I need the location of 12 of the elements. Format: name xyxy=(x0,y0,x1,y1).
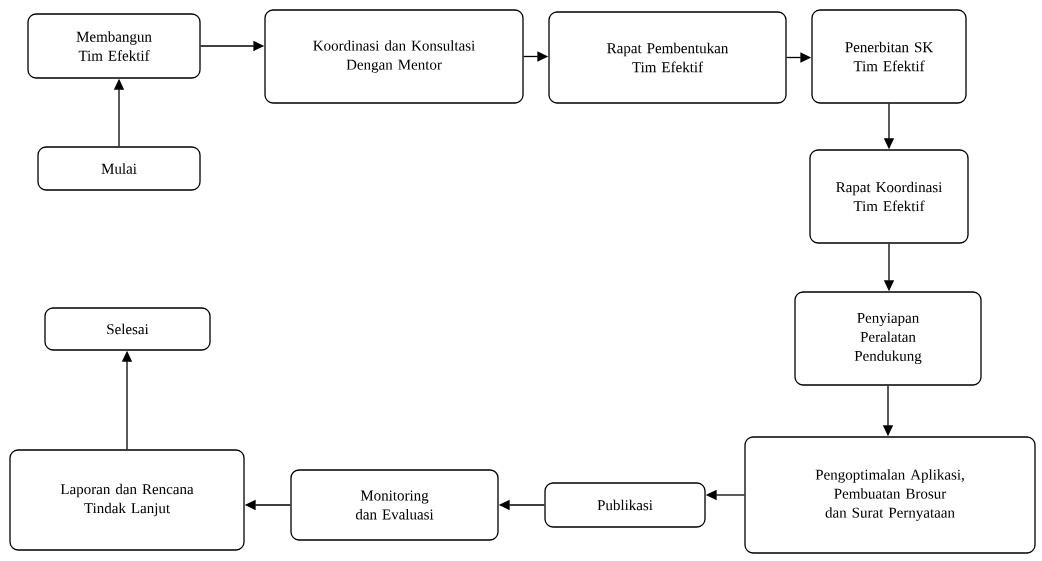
process-box: Mulai xyxy=(37,146,201,191)
process-box: Pengoptimalan Aplikasi, Pembuatan Brosur dan Surat Pernyataan xyxy=(744,436,1036,554)
process-box: Monitoring dan Evaluasi xyxy=(290,469,499,541)
process-box: Rapat Koordinasi Tim Efektif xyxy=(809,149,969,244)
process-box: Publikasi xyxy=(544,482,706,528)
process-box: Laporan dan Rencana Tindak Lanjut xyxy=(9,449,245,551)
process-box: Selesai xyxy=(44,307,211,351)
process-box: Rapat Pembentukan Tim Efektif xyxy=(548,11,787,104)
process-box: Penerbitan SK Tim Efektif xyxy=(811,9,967,104)
process-box: Penyiapan Peralatan Pendukung xyxy=(794,291,982,386)
process-box: Membangun Tim Efektif xyxy=(27,13,201,79)
process-box: Koordinasi dan Konsultasi Dengan Mentor xyxy=(264,9,524,104)
